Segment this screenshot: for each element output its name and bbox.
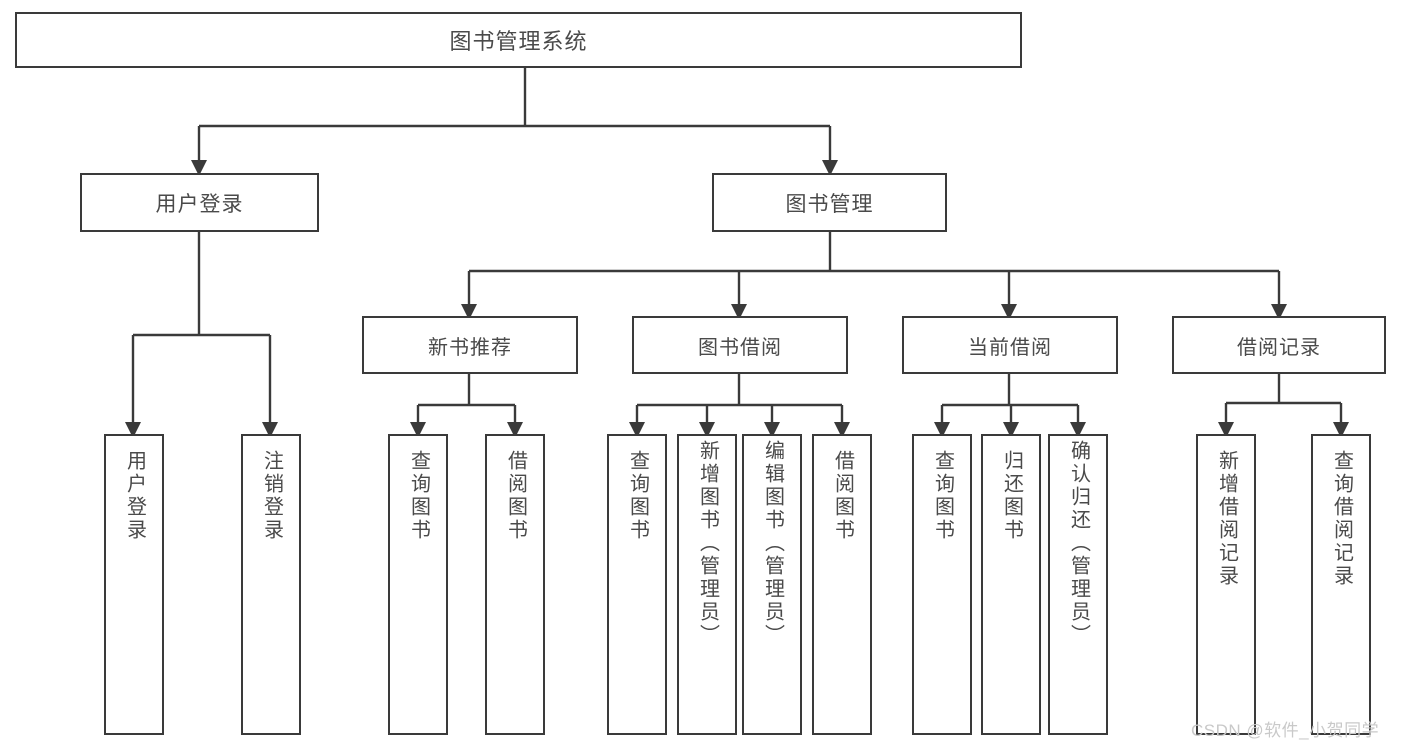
node-new-book-recommend[interactable]: 新书推荐: [362, 316, 578, 374]
node-label: 图书管理系统: [449, 29, 588, 54]
node-label: 确认归还（管理员）: [1067, 440, 1090, 647]
leaf-logout[interactable]: 注销登录: [241, 434, 301, 735]
node-label: 当前借阅: [968, 336, 1052, 359]
node-label: 新增借阅记录: [1215, 450, 1238, 588]
leaf-query-book-current[interactable]: 查询图书: [912, 434, 972, 735]
leaf-borrow-book-new[interactable]: 借阅图书: [485, 434, 545, 735]
node-label: 借阅记录: [1237, 336, 1321, 359]
node-label: 借阅图书: [504, 450, 527, 542]
node-user-login[interactable]: 用户登录: [80, 173, 319, 232]
leaf-query-book-new[interactable]: 查询图书: [388, 434, 448, 735]
node-label: 借阅图书: [831, 450, 854, 542]
leaf-edit-book-admin[interactable]: 编辑图书（管理员）: [742, 434, 802, 735]
node-label: 图书管理: [785, 192, 874, 216]
node-label: 新书推荐: [428, 336, 512, 359]
node-label: 查询图书: [931, 450, 954, 542]
watermark-text: CSDN @软件_小贺同学: [1191, 721, 1380, 740]
node-label: 用户登录: [123, 450, 146, 542]
node-book-borrow[interactable]: 图书借阅: [632, 316, 848, 374]
node-label: 查询图书: [626, 450, 649, 542]
node-label: 新增图书（管理员）: [696, 440, 719, 647]
leaf-confirm-return-admin[interactable]: 确认归还（管理员）: [1048, 434, 1108, 735]
node-borrow-record[interactable]: 借阅记录: [1172, 316, 1386, 374]
leaf-query-book-borrow[interactable]: 查询图书: [607, 434, 667, 735]
node-label: 查询借阅记录: [1330, 450, 1353, 588]
leaf-return-book[interactable]: 归还图书: [981, 434, 1041, 735]
node-book-management[interactable]: 图书管理: [712, 173, 947, 232]
node-label: 图书借阅: [698, 336, 782, 359]
leaf-user-login[interactable]: 用户登录: [104, 434, 164, 735]
node-label: 编辑图书（管理员）: [761, 440, 784, 647]
node-current-borrow[interactable]: 当前借阅: [902, 316, 1118, 374]
leaf-borrow-book[interactable]: 借阅图书: [812, 434, 872, 735]
node-root-system[interactable]: 图书管理系统: [15, 12, 1022, 68]
node-label: 查询图书: [407, 450, 430, 542]
node-label: 用户登录: [155, 192, 244, 216]
leaf-query-borrow-record[interactable]: 查询借阅记录: [1311, 434, 1371, 735]
node-label: 注销登录: [260, 450, 283, 542]
leaf-add-book-admin[interactable]: 新增图书（管理员）: [677, 434, 737, 735]
leaf-add-borrow-record[interactable]: 新增借阅记录: [1196, 434, 1256, 735]
node-label: 归还图书: [1000, 450, 1023, 542]
